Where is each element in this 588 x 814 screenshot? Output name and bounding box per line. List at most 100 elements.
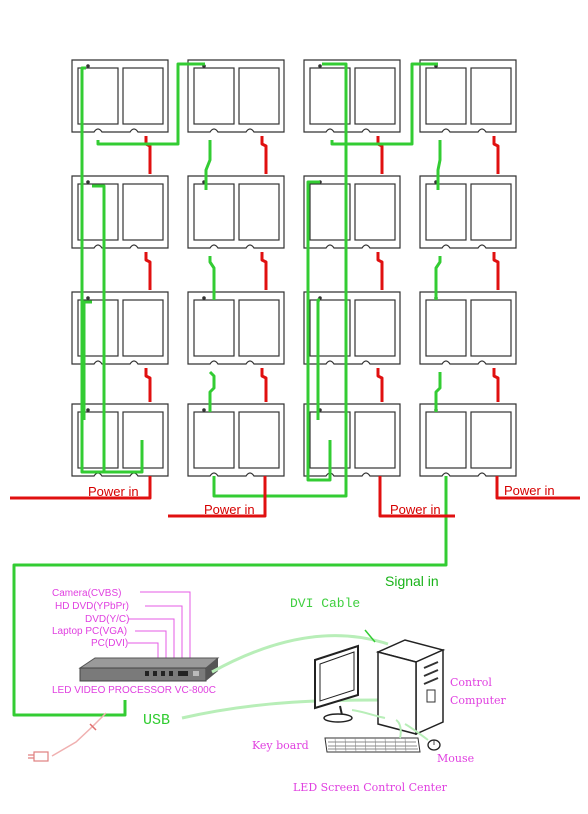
source-label-yc: DVD(Y/C): [85, 614, 129, 625]
led-module: [309, 183, 351, 241]
source-label-cvbs: Camera(CVBS): [52, 588, 121, 599]
power-link: [260, 252, 268, 290]
cabinet: [187, 175, 285, 249]
dvi-cable: [211, 634, 389, 674]
led-module: [122, 67, 164, 125]
led-module: [122, 183, 164, 241]
cabinet: [71, 59, 169, 133]
connector-dot: [202, 296, 206, 300]
power-link: [376, 252, 384, 290]
led-module: [193, 411, 235, 469]
cabinet: [71, 403, 169, 477]
mouse-label: Mouse: [437, 752, 474, 765]
signal-cable-main: [12, 476, 448, 717]
signal-in-label: Signal in: [385, 573, 439, 589]
source-label-ypbpr: HD DVD(YPbPr): [55, 601, 129, 612]
signal-link: [92, 184, 106, 472]
signal-link: [208, 256, 216, 300]
led-module: [354, 183, 396, 241]
led-module: [238, 183, 280, 241]
signal-link: [82, 300, 92, 420]
keyboard-icon: [324, 737, 421, 753]
connector-dot: [318, 64, 322, 68]
led-module: [309, 299, 351, 357]
cabinet-grid: [71, 59, 517, 477]
source-label-vga: Laptop PC(VGA): [52, 626, 127, 637]
power-link: [144, 368, 152, 402]
power-in-label-1: Power in: [88, 484, 139, 499]
cabinet: [419, 59, 517, 133]
power-feed-2: [168, 476, 267, 518]
signal-link: [96, 62, 205, 146]
cabinet: [187, 403, 285, 477]
led-module: [354, 67, 396, 125]
power-feed-3: [378, 476, 455, 518]
connector-dot: [202, 408, 206, 412]
control-computer-label-line1: Control: [450, 676, 492, 689]
power-feed-4: [495, 476, 580, 500]
mouse-cable: [404, 723, 429, 741]
led-module: [193, 183, 235, 241]
usb-label: USB: [143, 712, 170, 729]
signal-link: [208, 370, 216, 412]
cabinet: [71, 175, 169, 249]
control-computer-label-line2: Computer: [450, 694, 507, 707]
led-module: [238, 299, 280, 357]
signal-link: [212, 62, 348, 498]
cabinet: [187, 291, 285, 365]
led-module: [193, 299, 235, 357]
signal-link: [434, 372, 442, 412]
mouse-icon: [427, 739, 441, 751]
source-label-dvi: PC(DVI): [91, 638, 128, 649]
dvi-cable-accent: [364, 629, 376, 643]
led-module: [425, 299, 467, 357]
led-module: [425, 411, 467, 469]
power-in-label-4: Power in: [504, 483, 555, 498]
cabinet: [303, 175, 401, 249]
power-in-label-2: Power in: [204, 502, 255, 517]
led-module: [354, 411, 396, 469]
cabinet: [187, 59, 285, 133]
signal-link: [434, 256, 442, 300]
signal-link: [330, 62, 438, 146]
connector-dot: [86, 64, 90, 68]
signal-link-group: [80, 62, 442, 498]
cabinet: [303, 59, 401, 133]
connector-dot: [86, 180, 90, 184]
led-module: [425, 183, 467, 241]
control-center-label: LED Screen Control Center: [293, 781, 448, 794]
power-link: [492, 252, 500, 290]
led-module: [77, 183, 119, 241]
led-module: [470, 299, 512, 357]
keyboard-label: Key board: [252, 739, 309, 752]
power-link: [260, 368, 268, 402]
monitor-cable: [351, 709, 386, 719]
led-module: [238, 67, 280, 125]
connector-dot: [86, 296, 90, 300]
led-module: [238, 411, 280, 469]
computer-tower-icon: [375, 639, 446, 736]
cabinet: [419, 291, 517, 365]
signal-link: [306, 180, 332, 482]
led-module: [425, 67, 467, 125]
source-leader-lines: [128, 591, 191, 664]
power-link: [376, 136, 384, 174]
cabinet: [303, 291, 401, 365]
dvi-cable-label: DVI Cable: [290, 596, 360, 611]
power-feed-1: [10, 476, 152, 500]
led-module: [77, 67, 119, 125]
power-link: [144, 252, 152, 290]
monitor-icon: [314, 644, 359, 723]
signal-link: [316, 298, 320, 420]
signal-link: [204, 140, 212, 190]
led-module: [470, 411, 512, 469]
led-module: [470, 67, 512, 125]
power-link: [260, 136, 268, 174]
led-module: [309, 67, 351, 125]
cabinet: [419, 403, 517, 477]
power-in-label-3: Power in: [390, 502, 441, 517]
keyboard-cable: [395, 719, 402, 739]
video-processor-icon: [78, 657, 220, 682]
signal-link: [436, 140, 442, 190]
